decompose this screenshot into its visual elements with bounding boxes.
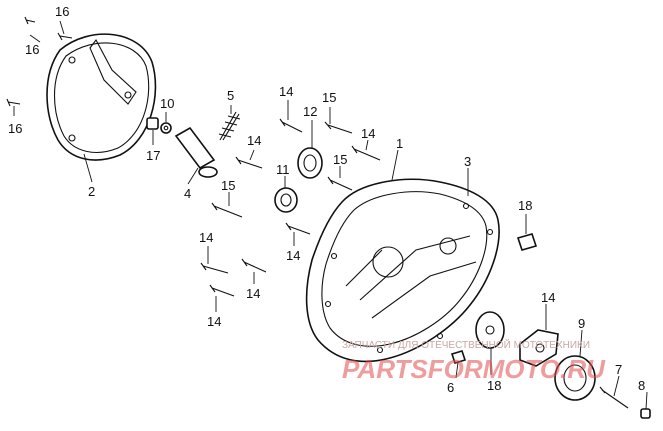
callout-16: 16 — [55, 4, 69, 19]
callout-14: 14 — [247, 133, 261, 148]
screw-16-upper-left — [24, 16, 36, 25]
callout-12: 12 — [303, 104, 317, 119]
oil-seal-12 — [297, 147, 323, 179]
bolt-14-mid — [235, 156, 263, 169]
bolt-14-right — [351, 145, 381, 161]
callout-14: 14 — [199, 230, 213, 245]
callout-9: 14 — [541, 290, 555, 305]
bolt-14-left-a — [200, 262, 229, 274]
screw-16-left — [6, 98, 21, 107]
small-nut-13 — [640, 408, 651, 419]
crankcase-cover-1 — [305, 178, 500, 363]
callout-2: 2 — [88, 184, 95, 199]
washer-10 — [160, 122, 172, 134]
callout-10: 10 — [160, 96, 174, 111]
bolt-14-left-c — [209, 284, 235, 297]
callout-14: 14 — [207, 314, 221, 329]
callout-14: 14 — [286, 248, 300, 263]
callout-5: 5 — [227, 88, 234, 103]
dowel-pin-18-bottom — [450, 350, 467, 364]
lever-shaft-4 — [174, 126, 218, 178]
pin-8 — [599, 386, 629, 409]
callout-17: 17 — [146, 148, 160, 163]
callout-16: 16 — [8, 121, 22, 136]
callout-7: 18 — [487, 378, 501, 393]
callout-3: 3 — [464, 154, 471, 169]
bolt-15-top — [324, 121, 353, 134]
bolt-14-top — [279, 118, 303, 133]
spring-5 — [218, 111, 241, 141]
callout-15: 15 — [322, 90, 336, 105]
callout-15: 15 — [333, 152, 347, 167]
bolt-14-left-b — [241, 258, 267, 273]
callout-8: 7 — [615, 362, 622, 377]
bolt-15-mid — [327, 176, 353, 191]
cap-cover-6 — [554, 355, 596, 401]
callout-14: 14 — [246, 286, 260, 301]
bolt-15-left — [211, 202, 243, 218]
mounting-plate-9 — [519, 329, 559, 367]
outer-cover-plate — [46, 33, 157, 161]
callout-1: 1 — [396, 136, 403, 151]
callout-16: 16 — [25, 42, 39, 57]
leader-lines — [13, 20, 648, 410]
callout-14: 14 — [361, 126, 375, 141]
watermark: ЗАПЧАСТИ ДЛЯ ОТЕЧЕСТВЕННОЙ МОТОТЕХНИКИ P… — [342, 338, 606, 384]
screw-16-top — [57, 32, 73, 41]
watermark-tagline: ЗАПЧАСТИ ДЛЯ ОТЕЧЕСТВЕННОЙ МОТОТЕХНИКИ — [342, 338, 590, 351]
bearing-11 — [274, 187, 298, 213]
bolt-14-center — [285, 222, 311, 235]
callout-18: 6 — [447, 380, 454, 395]
disc-gasket-7 — [475, 311, 505, 349]
callout-6: 9 — [578, 316, 585, 331]
dowel-pin-18-top — [516, 233, 538, 251]
nut-17 — [146, 117, 159, 130]
watermark-logo-text: PARTSFORMOTO.RU — [342, 354, 606, 384]
callout-18: 18 — [518, 198, 532, 213]
callout-14: 14 — [279, 84, 293, 99]
callout-11: 11 — [276, 162, 290, 177]
callout-15: 15 — [221, 178, 235, 193]
callout-13: 8 — [638, 378, 645, 393]
callout-4: 4 — [184, 186, 191, 201]
callout-labels: 16 16 16 2 10 17 5 4 14 14 12 15 14 1 11… — [8, 4, 645, 395]
